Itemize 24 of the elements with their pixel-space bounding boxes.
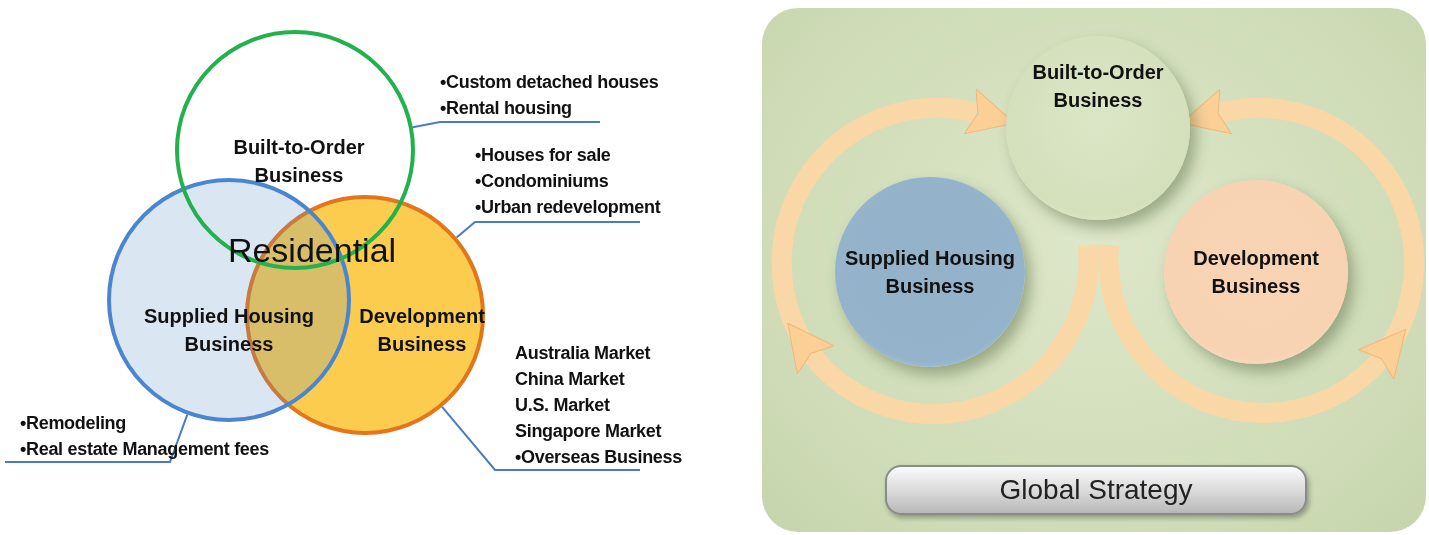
business-circle: Built-to-Order Business	[1006, 36, 1190, 220]
bullet-text: •Rental housing	[440, 97, 573, 120]
circle-label: Development Business	[358, 304, 486, 357]
business-circle: Development Business	[1164, 180, 1348, 364]
venn-circle	[175, 30, 415, 270]
circle-label: Built-to-Order Business	[232, 135, 366, 188]
bullet-text: •Condominiums	[475, 170, 610, 193]
bullet-text: •Remodeling	[20, 412, 127, 435]
business-circle: Supplied Housing Business	[835, 177, 1025, 367]
bullet-text: China Market	[515, 368, 626, 391]
bullet-text: U.S. Market	[515, 394, 611, 417]
leader-line	[441, 405, 641, 471]
leader-line	[411, 121, 601, 129]
bullet-text: •Urban redevelopment	[475, 196, 661, 219]
bullet-text: Australia Market	[515, 342, 652, 365]
cycle-arrow	[771, 88, 1099, 425]
bullet-text: •Houses for sale	[475, 144, 612, 167]
cycle-arrow	[1098, 88, 1425, 423]
bullet-text: •Overseas Business	[515, 446, 682, 469]
bullet-text: •Custom detached houses	[440, 71, 659, 94]
strategy-banner: Global Strategy	[885, 465, 1307, 515]
bullet-text: Singapore Market	[515, 420, 663, 443]
panel-background	[762, 8, 1426, 532]
leader-line	[455, 221, 641, 239]
